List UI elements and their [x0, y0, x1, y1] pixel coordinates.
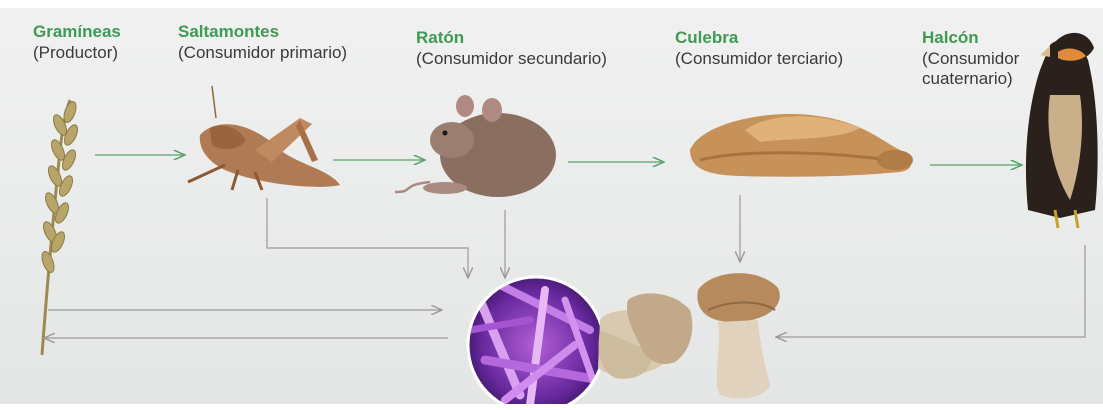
grass-icon — [40, 100, 81, 355]
arrow-grasshopper-decomposers — [267, 198, 468, 278]
bottom-border — [0, 404, 1103, 410]
arrow-hawk-decomposers — [776, 245, 1085, 337]
mouse-icon — [395, 95, 556, 197]
bacteria-icon — [468, 277, 604, 410]
mushroom-icon — [598, 273, 780, 398]
hawk-icon — [1026, 33, 1098, 228]
grasshopper-icon — [188, 86, 340, 190]
snake-icon — [690, 114, 913, 177]
